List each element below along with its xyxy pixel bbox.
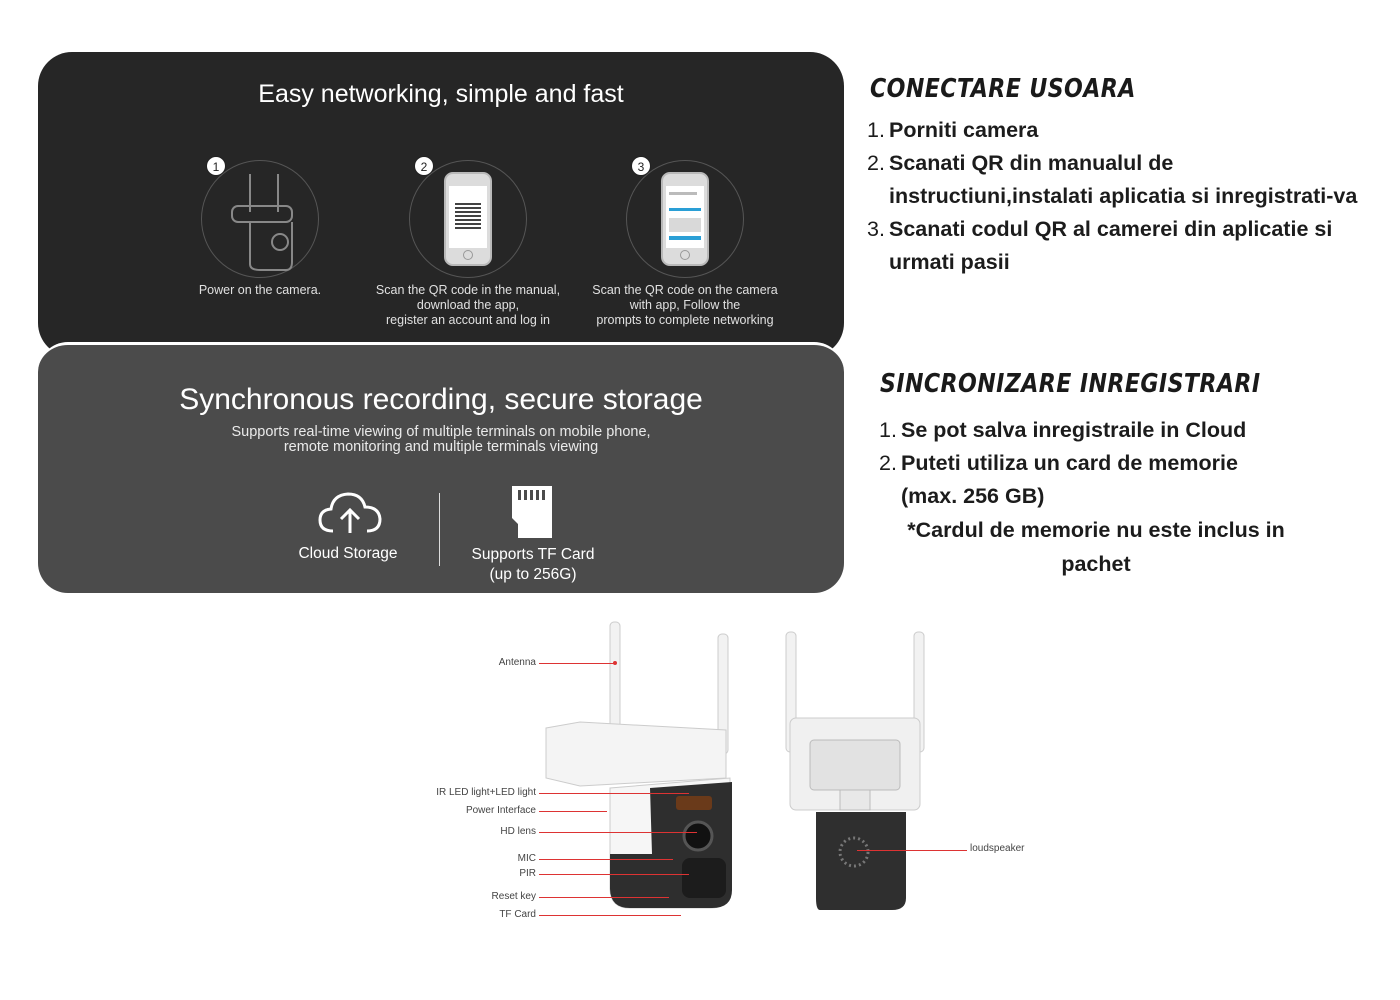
- networking-title: Easy networking, simple and fast: [258, 80, 624, 108]
- step-caption: Scan the QR code on the camera with app,…: [592, 283, 778, 327]
- label-loudspeaker: loudspeaker: [970, 843, 1025, 854]
- camera-outline-icon: [231, 174, 293, 271]
- label-ir-led: IR LED light+LED light: [436, 787, 536, 798]
- networking-panel: Easy networking, simple and fast 1 Power…: [38, 52, 844, 357]
- sincronizare-list: 1.Se pot salva inregistraile in Cloud 2.…: [879, 414, 1299, 513]
- list-item: 2.Puteti utiliza un card de memorie (max…: [879, 451, 1238, 508]
- step-number: 2: [414, 156, 434, 176]
- qr-code-icon: [455, 203, 481, 229]
- step-caption: Scan the QR code in the manual, download…: [375, 283, 561, 327]
- conectare-list: 1.Porniti camera 2.Scanati QR din manual…: [867, 114, 1367, 279]
- label-pir: PIR: [519, 868, 536, 879]
- label-mic: MIC: [517, 853, 536, 864]
- label-reset-key: Reset key: [491, 891, 536, 902]
- camera-back-illustration: [785, 631, 925, 910]
- label-tf-card: TF Card: [499, 909, 536, 920]
- divider: [439, 493, 440, 566]
- storage-panel: Synchronous recording, secure storage Su…: [38, 342, 844, 593]
- label-power-interface: Power Interface: [465, 805, 536, 816]
- label-antenna: Antenna: [498, 657, 536, 668]
- list-item: 1.Se pot salva inregistraile in Cloud: [879, 418, 1247, 442]
- sd-card-icon: [512, 486, 552, 538]
- list-item: 1.Porniti camera: [867, 118, 1039, 142]
- label-hd-lens: HD lens: [500, 826, 536, 837]
- step-number: 3: [631, 156, 651, 176]
- storage-title: Synchronous recording, secure storage: [179, 383, 703, 416]
- sincronizare-title: SINCRONIZARE INREGISTRARI: [880, 369, 1261, 399]
- storage-subtitle: Supports real-time viewing of multiple t…: [231, 424, 651, 455]
- list-item: 2.Scanati QR din manualul de instructiun…: [867, 151, 1358, 208]
- phone-qr-icon: [444, 172, 492, 266]
- conectare-title: CONECTARE USOARA: [870, 74, 1136, 104]
- cloud-upload-icon: [318, 492, 382, 533]
- memory-card-note: *Cardul de memorie nu este inclus in pac…: [907, 518, 1285, 576]
- camera-front-illustration: [545, 621, 732, 909]
- tf-card-label: Supports TF Card (up to 256G): [471, 546, 595, 583]
- list-item: 3.Scanati codul QR al camerei din aplica…: [867, 217, 1333, 274]
- phone-app-icon: [661, 172, 709, 266]
- cloud-storage-label: Cloud Storage: [298, 545, 398, 562]
- step-caption: Power on the camera.: [198, 283, 322, 297]
- step-number: 1: [206, 156, 226, 176]
